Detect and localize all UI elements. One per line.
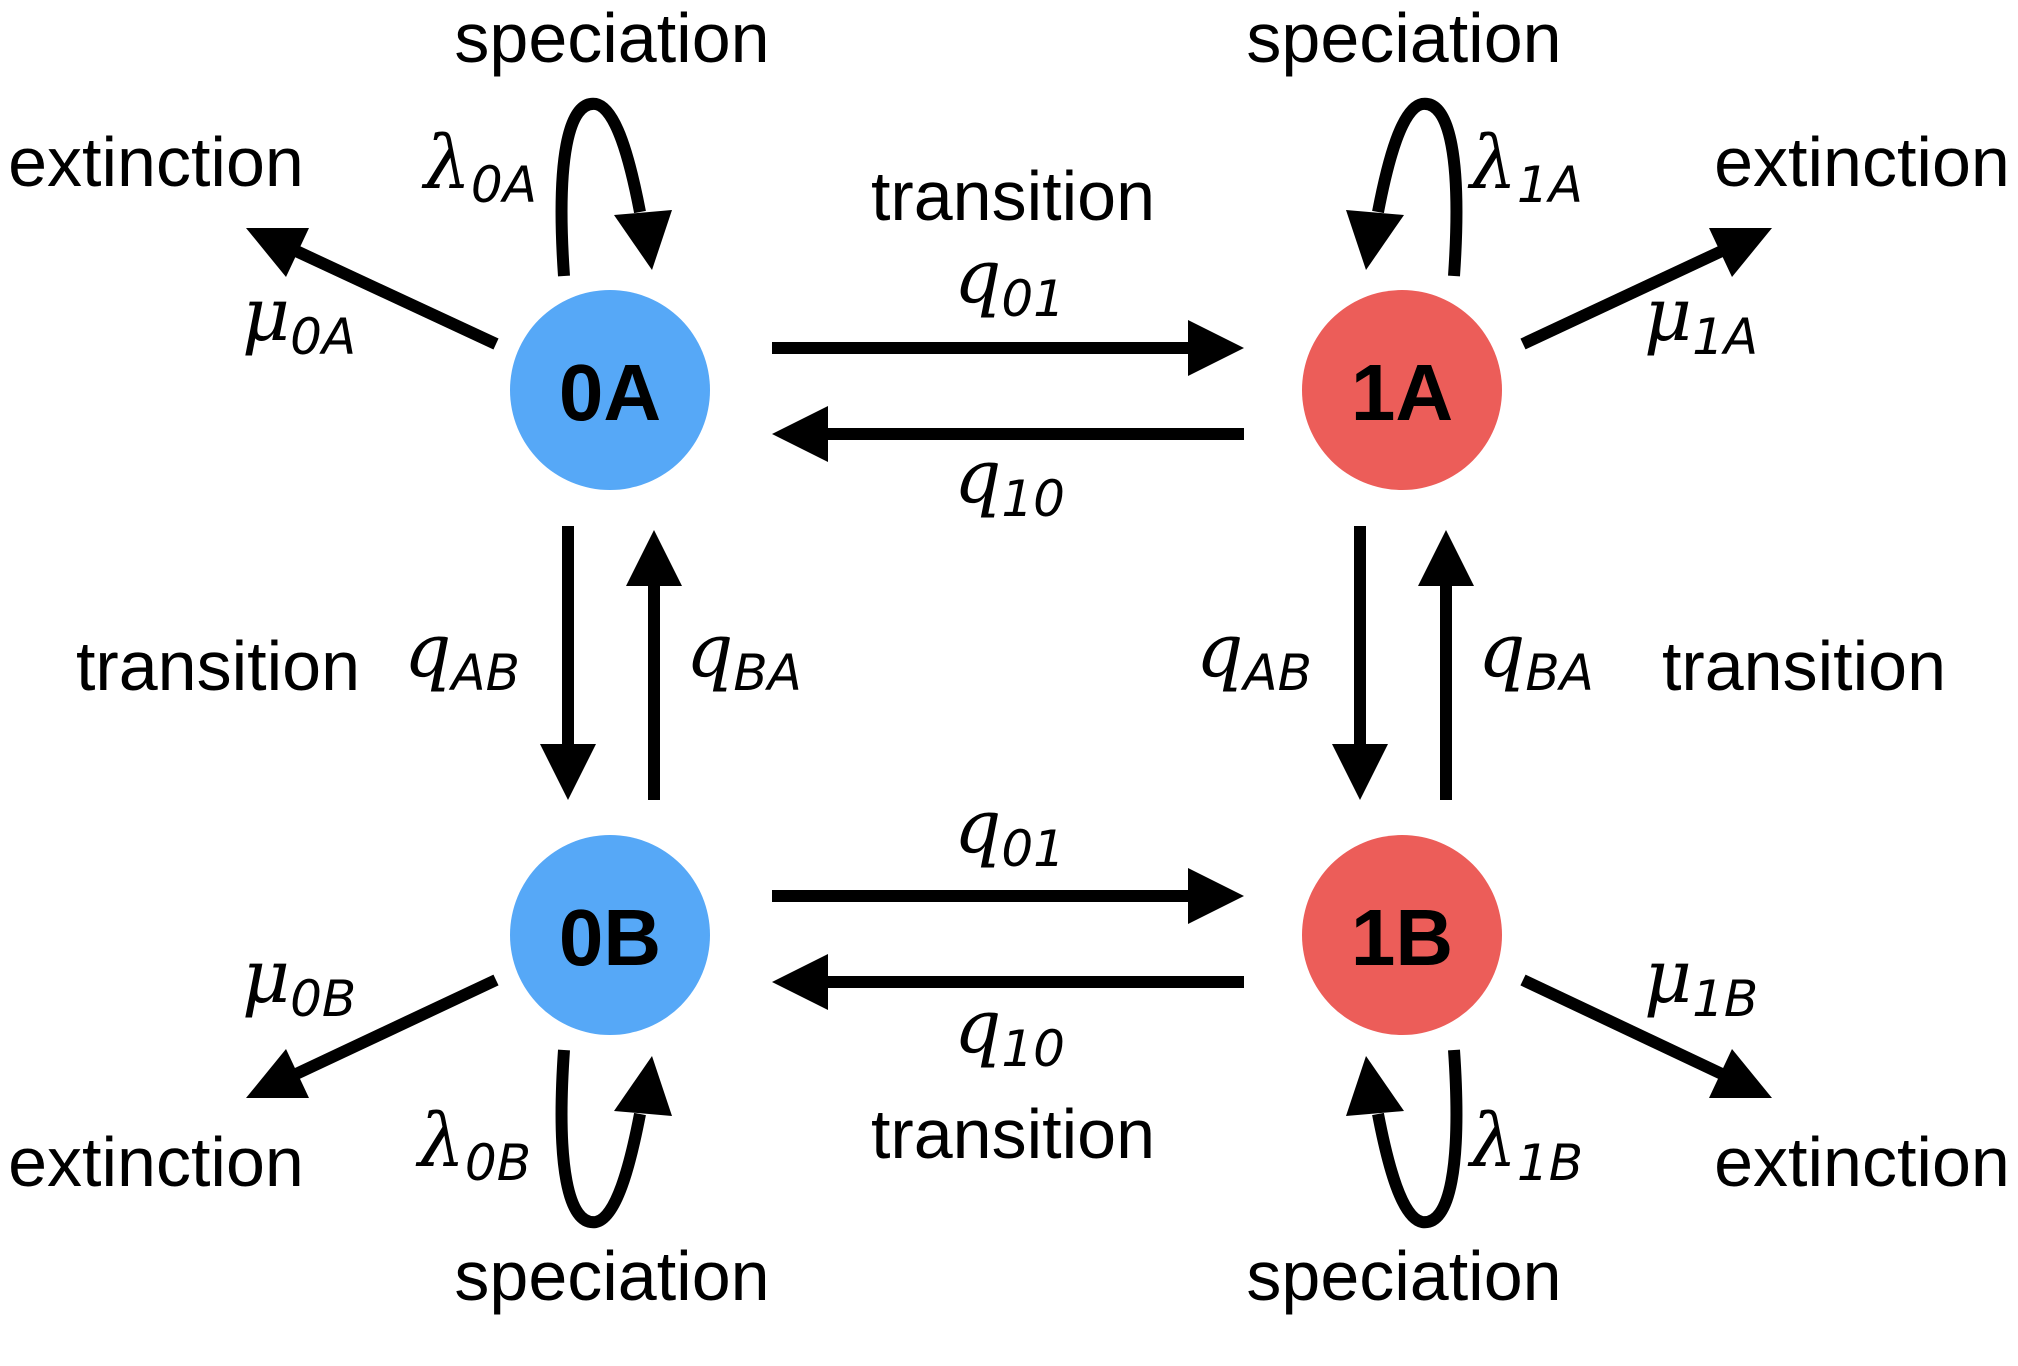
label-extinction-0A: extinction: [8, 123, 304, 201]
arrow-q10-top: [772, 406, 1244, 462]
rate-lambda-0A: λ0A: [421, 120, 537, 214]
label-speciation-0A: speciation: [454, 0, 769, 77]
label-extinction-1B: extinction: [1714, 1123, 2010, 1201]
label-extinction-0B: extinction: [8, 1123, 304, 1201]
node-1A: 1A: [1302, 290, 1502, 490]
rate-qAB-right: qAB: [1196, 608, 1312, 702]
rate-qBA-right: qBA: [1478, 608, 1594, 702]
arrow-extinction-1A: [1520, 228, 1772, 350]
rate-qAB-left: qAB: [404, 608, 520, 702]
rate-lambda-0B: λ0B: [415, 1098, 531, 1192]
rate-lambda-1B: λ1B: [1467, 1098, 1583, 1192]
loop-speciation-0B: [555, 1049, 672, 1229]
node-1A-circle: [1302, 290, 1502, 490]
node-0B-circle: [510, 835, 710, 1035]
label-transition-bottom: transition: [871, 1095, 1155, 1173]
rate-lambda-1A: λ1A: [1467, 120, 1583, 214]
arrow-extinction-0B: [246, 974, 499, 1098]
node-1A-label: 1A: [1351, 348, 1453, 437]
node-1B-label: 1B: [1351, 893, 1453, 982]
arrow-qBA-right: [1418, 530, 1474, 800]
rate-mu-0B: μ0B: [242, 934, 356, 1028]
loop-speciation-0A: [555, 97, 672, 277]
node-0A-circle: [510, 290, 710, 490]
rate-q10-bottom: q10: [954, 984, 1065, 1078]
rate-mu-0A: μ0A: [242, 272, 356, 366]
arrow-extinction-1B: [1520, 974, 1772, 1098]
rate-q10-top: q10: [954, 434, 1065, 528]
arrow-qAB-left: [540, 526, 596, 800]
node-0A-label: 0A: [559, 348, 661, 437]
rate-mu-1B: μ1B: [1644, 934, 1758, 1028]
arrow-q01-top: [772, 320, 1244, 376]
arrow-q01-bottom: [772, 868, 1244, 924]
node-0A: 0A: [510, 290, 710, 490]
node-1B: 1B: [1302, 835, 1502, 1035]
label-transition-left: transition: [76, 627, 360, 705]
label-transition-right: transition: [1662, 627, 1946, 705]
label-speciation-0B: speciation: [454, 1237, 769, 1315]
node-0B-label: 0B: [559, 893, 661, 982]
label-speciation-1B: speciation: [1246, 1237, 1561, 1315]
arrow-qBA-left: [626, 530, 682, 800]
arrow-extinction-0A: [246, 228, 499, 350]
node-0B: 0B: [510, 835, 710, 1035]
arrow-qAB-right: [1332, 526, 1388, 800]
label-transition-top: transition: [871, 157, 1155, 235]
label-speciation-1A: speciation: [1246, 0, 1561, 77]
rate-qBA-left: qBA: [686, 608, 802, 702]
arrow-q10-bottom: [772, 954, 1244, 1010]
rate-mu-1A: μ1A: [1644, 272, 1758, 366]
loop-speciation-1A: [1346, 97, 1463, 277]
rate-q01-bottom: q01: [954, 784, 1065, 878]
label-extinction-1A: extinction: [1714, 123, 2010, 201]
node-1B-circle: [1302, 835, 1502, 1035]
loop-speciation-1B: [1346, 1049, 1463, 1229]
rate-q01-top: q01: [954, 234, 1065, 328]
